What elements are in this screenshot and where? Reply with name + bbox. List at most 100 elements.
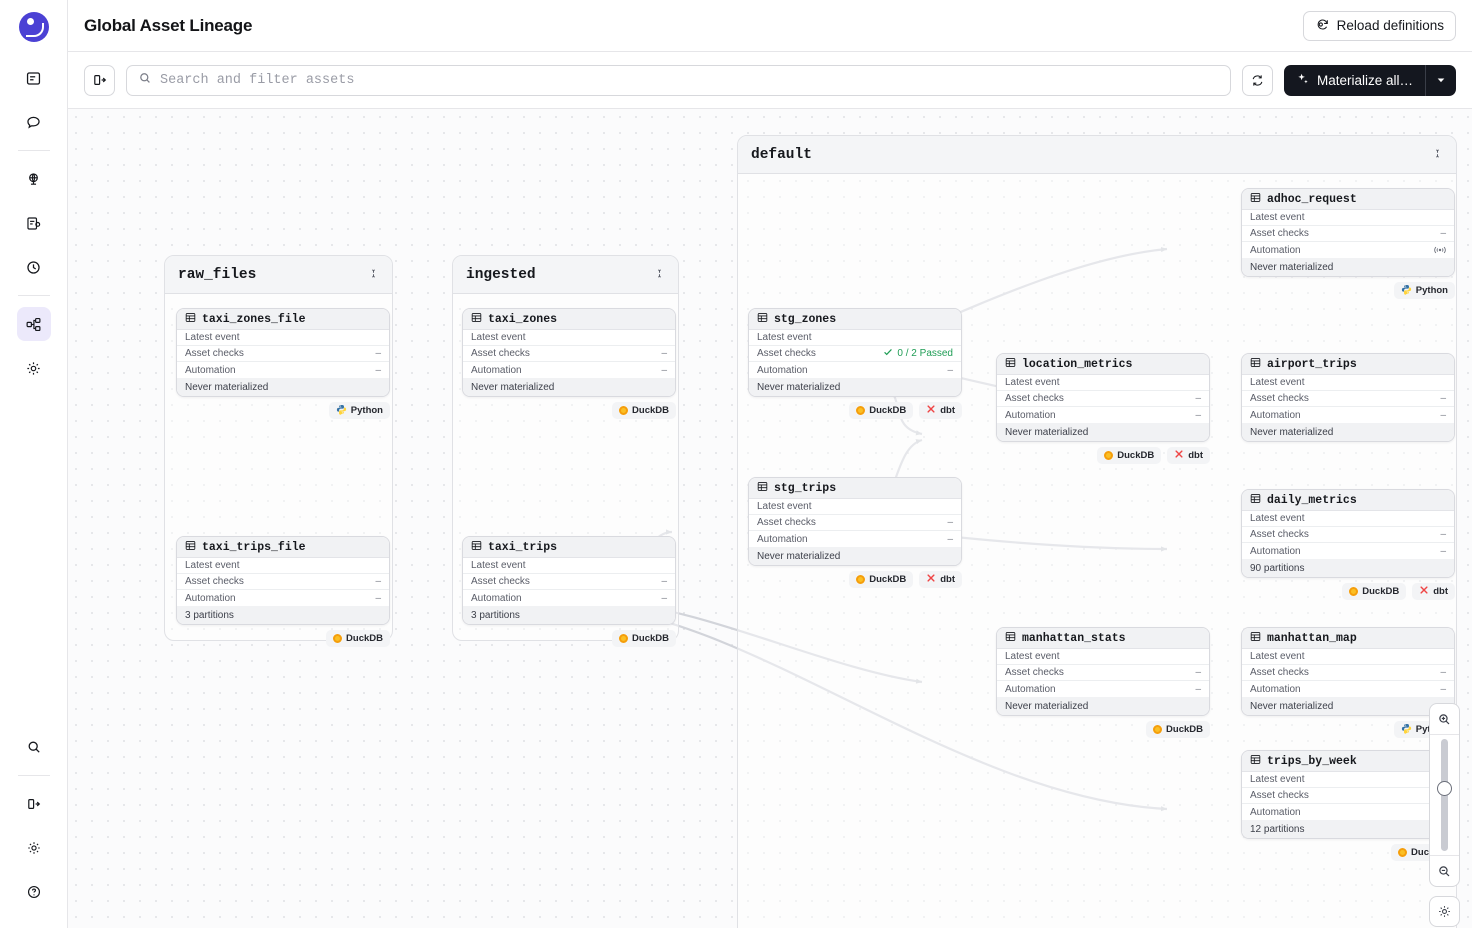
group-header-default[interactable]: default — [738, 136, 1456, 174]
group-header-raw_files[interactable]: raw_files — [165, 256, 392, 294]
asset-card[interactable]: location_metricsLatest eventAsset checks… — [996, 353, 1210, 442]
asset-card[interactable]: taxi_tripsLatest eventAsset checks–Autom… — [462, 536, 676, 625]
tag-dbt[interactable]: dbt — [919, 571, 962, 588]
group-name-label: raw_files — [178, 267, 256, 283]
panel-expand-icon[interactable] — [17, 787, 51, 821]
asset-card[interactable]: adhoc_requestLatest eventAsset checks–Au… — [1241, 188, 1455, 277]
node-tags: Python — [1241, 282, 1455, 299]
automation-value: – — [375, 365, 381, 376]
sidebar-item-schedules[interactable] — [17, 250, 51, 284]
tag-label: DuckDB — [869, 405, 906, 416]
sidebar-item-chat[interactable] — [17, 105, 51, 139]
asset-checks-row: Asset checks– — [463, 574, 675, 590]
search-input[interactable] — [160, 73, 1219, 88]
automation-value: – — [1440, 546, 1446, 557]
tag-label: dbt — [1188, 450, 1203, 461]
asset-node-taxi_zones_file[interactable]: taxi_zones_fileLatest eventAsset checks–… — [176, 308, 390, 419]
automation-label: Automation — [471, 593, 522, 604]
asset-node-stg_trips[interactable]: stg_tripsLatest eventAsset checks–Automa… — [748, 477, 962, 588]
asset-node-daily_metrics[interactable]: daily_metricsLatest eventAsset checks–Au… — [1241, 489, 1455, 600]
asset-card[interactable]: trips_by_weekLatest eventAsset checks–Au… — [1241, 750, 1455, 839]
materialize-dropdown-caret[interactable] — [1426, 75, 1456, 85]
tag-python[interactable]: Python — [1394, 282, 1455, 299]
asset-node-manhattan_stats[interactable]: manhattan_statsLatest eventAsset checks–… — [996, 627, 1210, 738]
asset-card[interactable]: taxi_zones_fileLatest eventAsset checks–… — [176, 308, 390, 397]
tag-label: dbt — [940, 405, 955, 416]
sidebar-item-overview[interactable] — [17, 61, 51, 95]
asset-card-header: manhattan_map — [1242, 628, 1454, 649]
asset-name-label: stg_trips — [774, 482, 836, 495]
asset-card[interactable]: manhattan_mapLatest eventAsset checks–Au… — [1241, 627, 1455, 716]
asset-node-trips_by_week[interactable]: trips_by_weekLatest eventAsset checks–Au… — [1241, 750, 1455, 861]
asset-checks-label: Asset checks — [1250, 529, 1309, 540]
tag-duckdb[interactable]: DuckDB — [849, 571, 913, 588]
asset-checks-label: Asset checks — [1250, 393, 1309, 404]
group-header-ingested[interactable]: ingested — [453, 256, 678, 294]
asset-card[interactable]: taxi_trips_fileLatest eventAsset checks–… — [176, 536, 390, 625]
asset-card[interactable]: manhattan_statsLatest eventAsset checks–… — [996, 627, 1210, 716]
zoom-in-icon[interactable] — [1429, 704, 1460, 734]
asset-name-label: location_metrics — [1022, 358, 1132, 371]
materialize-all-label: Materialize all… — [1317, 73, 1413, 88]
collapse-icon[interactable] — [654, 266, 665, 284]
asset-name-label: stg_zones — [774, 313, 836, 326]
automation-value: – — [1440, 410, 1446, 421]
sidebar-item-lineage[interactable] — [17, 307, 51, 341]
table-icon — [1250, 491, 1261, 509]
asset-node-taxi_trips[interactable]: taxi_tripsLatest eventAsset checks–Autom… — [462, 536, 676, 647]
tag-python[interactable]: Python — [329, 402, 390, 419]
sidebar-toggle-button[interactable] — [84, 65, 115, 96]
asset-node-taxi_zones[interactable]: taxi_zonesLatest eventAsset checks–Autom… — [462, 308, 676, 419]
zoom-slider-handle[interactable] — [1437, 781, 1452, 796]
latest-event-label: Latest event — [757, 332, 811, 343]
asset-card[interactable]: stg_zonesLatest eventAsset checks0 / 2 P… — [748, 308, 962, 397]
asset-checks-label: Asset checks — [471, 348, 530, 359]
top-header: Global Asset Lineage Reload definitions — [68, 0, 1472, 52]
filter-toolbar: Materialize all… — [68, 52, 1472, 109]
tag-duckdb[interactable]: DuckDB — [612, 630, 676, 647]
table-icon — [757, 310, 768, 328]
refresh-button[interactable] — [1242, 65, 1273, 96]
lineage-canvas[interactable]: raw_files ingested default taxi_zones_file… — [68, 109, 1472, 928]
automation-row: Automation — [1242, 242, 1454, 258]
node-tags: DuckDB dbt — [1241, 583, 1455, 600]
asset-node-manhattan_map[interactable]: manhattan_mapLatest eventAsset checks–Au… — [1241, 627, 1455, 738]
search-icon[interactable] — [17, 730, 51, 764]
tag-duckdb[interactable]: DuckDB — [1342, 583, 1406, 600]
rail-divider — [18, 150, 50, 151]
tag-dbt[interactable]: dbt — [919, 402, 962, 419]
tag-dbt[interactable]: dbt — [1412, 583, 1455, 600]
materialize-all-button[interactable]: Materialize all… — [1284, 65, 1456, 96]
zoom-slider[interactable] — [1429, 735, 1460, 855]
collapse-icon[interactable] — [1432, 146, 1443, 164]
asset-node-adhoc_request[interactable]: adhoc_requestLatest eventAsset checks–Au… — [1241, 188, 1455, 299]
asset-checks-row: Asset checks– — [177, 346, 389, 362]
sidebar-item-deployment-settings[interactable] — [17, 351, 51, 385]
tag-label: DuckDB — [1117, 450, 1154, 461]
asset-node-taxi_trips_file[interactable]: taxi_trips_fileLatest eventAsset checks–… — [176, 536, 390, 647]
settings-gear-icon[interactable] — [17, 831, 51, 865]
tag-duckdb[interactable]: DuckDB — [326, 630, 390, 647]
sidebar-item-assets[interactable] — [17, 162, 51, 196]
asset-node-stg_zones[interactable]: stg_zonesLatest eventAsset checks0 / 2 P… — [748, 308, 962, 419]
asset-card[interactable]: taxi_zonesLatest eventAsset checks–Autom… — [462, 308, 676, 397]
tag-dbt[interactable]: dbt — [1167, 447, 1210, 464]
collapse-icon[interactable] — [368, 266, 379, 284]
asset-card[interactable]: stg_tripsLatest eventAsset checks–Automa… — [748, 477, 962, 566]
graph-settings-button[interactable] — [1429, 896, 1460, 927]
asset-checks-row: Asset checks0 / 2 Passed — [749, 346, 961, 362]
zoom-out-icon[interactable] — [1429, 856, 1460, 886]
asset-card[interactable]: airport_tripsLatest eventAsset checks–Au… — [1241, 353, 1455, 442]
asset-card[interactable]: daily_metricsLatest eventAsset checks–Au… — [1241, 489, 1455, 578]
dagster-logo-icon[interactable] — [19, 12, 49, 42]
reload-definitions-button[interactable]: Reload definitions — [1303, 11, 1456, 41]
asset-node-location_metrics[interactable]: location_metricsLatest eventAsset checks… — [996, 353, 1210, 464]
sidebar-item-runs[interactable] — [17, 206, 51, 240]
tag-duckdb[interactable]: DuckDB — [849, 402, 913, 419]
tag-duckdb[interactable]: DuckDB — [1097, 447, 1161, 464]
tag-duckdb[interactable]: DuckDB — [1146, 721, 1210, 738]
search-field-wrapper[interactable] — [126, 65, 1231, 96]
asset-node-airport_trips[interactable]: airport_tripsLatest eventAsset checks–Au… — [1241, 353, 1455, 442]
help-icon[interactable] — [17, 875, 51, 909]
tag-duckdb[interactable]: DuckDB — [612, 402, 676, 419]
